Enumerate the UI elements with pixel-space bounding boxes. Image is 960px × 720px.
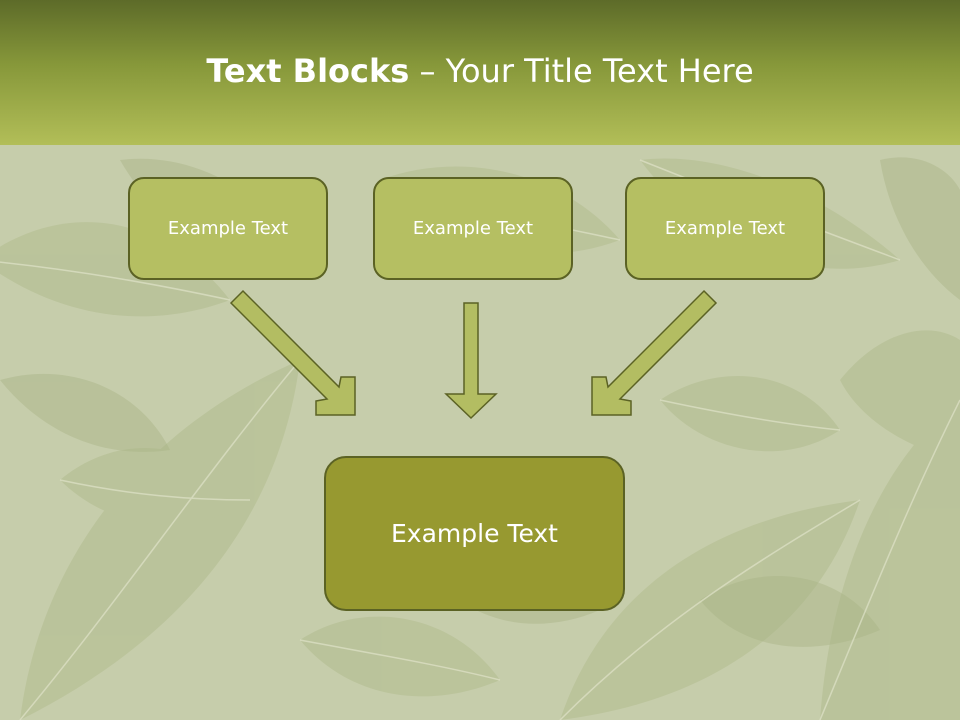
title-bold-part: Text Blocks bbox=[206, 52, 410, 90]
text-block-middle[interactable]: Example Text bbox=[373, 177, 573, 280]
text-block-left-label: Example Text bbox=[167, 218, 289, 239]
title-separator: – bbox=[409, 52, 446, 90]
text-block-right[interactable]: Example Text bbox=[625, 177, 825, 280]
text-block-middle-label: Example Text bbox=[412, 218, 534, 239]
text-block-center-label: Example Text bbox=[391, 519, 558, 548]
arrow-left-icon bbox=[229, 289, 356, 416]
text-block-right-label: Example Text bbox=[664, 218, 786, 239]
text-block-center[interactable]: Example Text bbox=[324, 456, 625, 611]
text-block-left[interactable]: Example Text bbox=[128, 177, 328, 280]
title-bar: Text Blocks – Your Title Text Here bbox=[0, 0, 960, 145]
title-rest-part: Your Title Text Here bbox=[445, 52, 754, 90]
arrow-right-icon bbox=[591, 289, 718, 416]
slide-title: Text Blocks – Your Title Text Here bbox=[0, 52, 960, 90]
arrow-middle-icon bbox=[444, 302, 498, 420]
